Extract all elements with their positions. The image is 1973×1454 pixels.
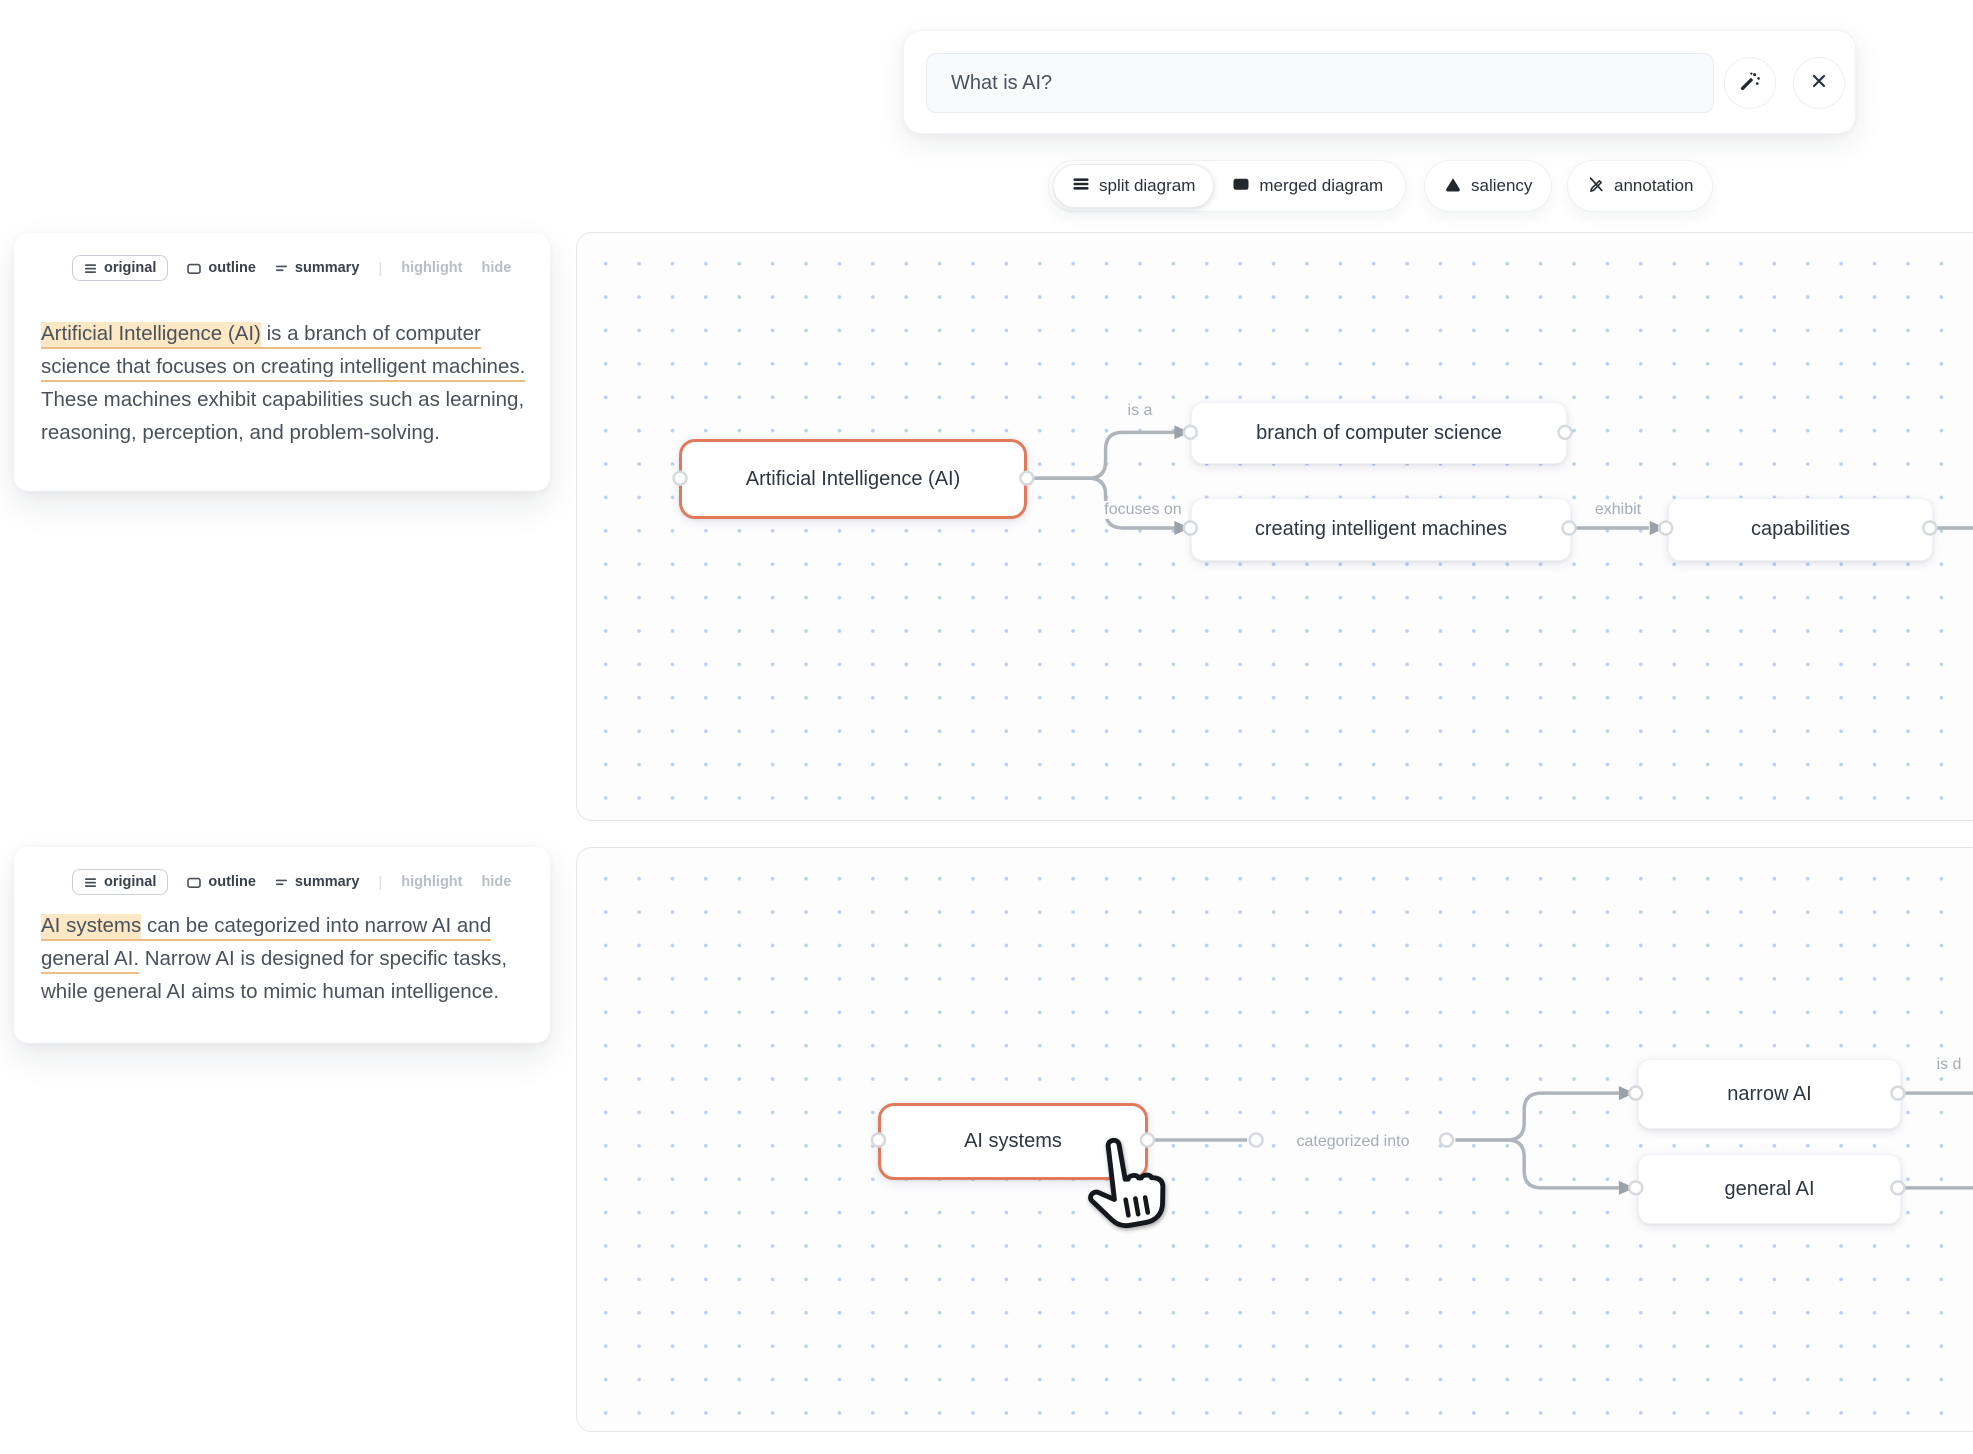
tab-original[interactable]: original [72,869,169,895]
edge-label-clipped: is d [1936,1056,1962,1073]
split-diagram-button[interactable]: split diagram [1053,164,1215,208]
edge-label-exhibit: exhibit [1588,501,1648,519]
triangle-icon [1444,175,1462,198]
node-creating-intelligent-machines[interactable]: creating intelligent machines [1191,498,1571,561]
highlighted-phrase: AI systems [41,914,142,941]
outline-box-icon [187,263,202,274]
diagram-canvas-1[interactable]: Artificial Intelligence (AI) branch of c… [576,232,1973,821]
lines-icon [85,263,96,273]
source-text-panel-2: original outline summary | highlight hid… [14,847,550,1043]
tab-hide[interactable]: hide [481,260,512,276]
annotation-button[interactable]: annotation [1567,160,1714,212]
split-diagram-label: split diagram [1099,176,1196,195]
node-artificial-intelligence[interactable]: Artificial Intelligence (AI) [679,439,1027,519]
tab-summary-label: summary [294,260,360,276]
lines-icon [85,877,96,887]
tab-summary[interactable]: summary [275,260,359,276]
highlighted-phrase: Artificial Intelligence (AI) [41,322,261,349]
summary-lines-icon [275,879,287,885]
tab-original[interactable]: original [72,255,169,281]
tab-highlight[interactable]: highlight [401,874,463,890]
magic-wand-button[interactable] [1724,57,1776,109]
source-text-panel-1: original outline summary | highlight hid… [14,233,550,491]
cursor-pointer-icon [1072,1134,1172,1238]
underlined-phrase: can be categorized into narrow AI and ge… [41,914,492,974]
tab-outline-label: outline [208,260,256,276]
magic-wand-icon [1738,69,1762,98]
slashed-pen-icon [1587,175,1605,198]
panel-2-text: AI systems can be categorized into narro… [41,909,535,1008]
tabs-divider: | [378,259,383,277]
plain-text: Narrow AI is designed for specific tasks… [41,947,508,1003]
close-button[interactable] [1793,57,1845,109]
node-capabilities[interactable]: capabilities [1668,498,1933,561]
tab-highlight[interactable]: highlight [401,260,463,276]
query-card [903,30,1856,134]
node-branch-of-computer-science[interactable]: branch of computer science [1191,402,1567,464]
saliency-label: saliency [1471,176,1533,195]
tab-hide[interactable]: hide [481,874,512,890]
panel-1-tabs: original outline summary | highlight hid… [72,255,511,281]
filled-square-icon [1232,175,1250,198]
outline-box-icon [187,877,202,888]
plain-text: These machines exhibit capabilities such… [41,388,525,444]
tab-summary[interactable]: summary [275,874,359,890]
diagram-mode-toggle: split diagram merged diagram [1048,160,1407,212]
tab-outline[interactable]: outline [187,874,256,890]
close-icon [1808,70,1830,97]
annotation-label: annotation [1614,176,1694,195]
split-lines-icon [1072,175,1090,198]
summary-lines-icon [275,265,287,271]
node-narrow-ai[interactable]: narrow AI [1638,1059,1901,1129]
node-general-ai[interactable]: general AI [1638,1154,1901,1224]
edge-label-is-a: is a [1121,402,1159,420]
diagram-canvas-2[interactable]: AI systems narrow AI general AI categori… [576,847,1973,1432]
query-input[interactable] [926,53,1714,113]
edge-label-categorized-into: categorized into [1290,1133,1416,1151]
edge-label-focuses-on: focuses on [1098,501,1188,519]
tab-outline[interactable]: outline [187,260,256,276]
saliency-button[interactable]: saliency [1424,160,1553,212]
merged-diagram-button[interactable]: merged diagram [1214,164,1401,208]
tab-original-label: original [104,874,157,890]
tab-summary-label: summary [294,874,360,890]
merged-diagram-label: merged diagram [1259,176,1384,195]
tab-original-label: original [104,260,157,276]
panel-2-tabs: original outline summary | highlight hid… [72,869,511,895]
panel-1-text: Artificial Intelligence (AI) is a branch… [41,317,535,449]
edges-layer-2 [870,1085,1973,1196]
underlined-phrase: is a branch of computer science that foc… [41,322,526,382]
tabs-divider: | [378,873,383,891]
tab-outline-label: outline [208,874,256,890]
